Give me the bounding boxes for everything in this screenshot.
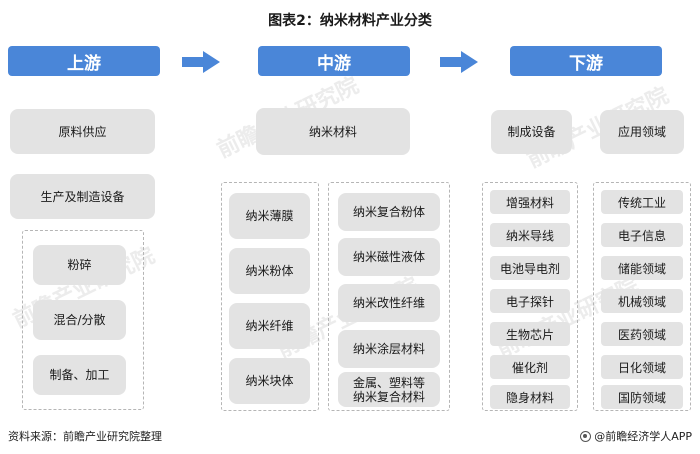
manufacturing-item: 纳米导线	[490, 223, 570, 247]
application-item: 日化领域	[601, 355, 683, 379]
application-header: 应用领域	[600, 110, 684, 154]
mid-left-item: 纳米粉体	[229, 248, 310, 294]
mid-left-item: 纳米块体	[229, 358, 310, 404]
nanomaterial-header: 纳米材料	[256, 108, 410, 155]
manufacturing-item: 隐身材料	[490, 385, 570, 409]
process-box: 粉碎	[33, 245, 126, 285]
process-group	[22, 230, 144, 410]
stage-downstream: 下游	[510, 46, 662, 76]
mid-right-item: 纳米磁性液体	[338, 238, 440, 276]
mid-right-item: 纳米改性纤维	[338, 284, 440, 322]
brand-credit: @前瞻经济学人APP	[580, 428, 692, 444]
raw-supply-box: 原料供应	[10, 109, 155, 154]
mid-right-item: 纳米复合粉体	[338, 193, 440, 231]
stage-midstream: 中游	[258, 46, 410, 76]
mid-left-item: 纳米纤维	[229, 303, 310, 349]
equipment-box: 生产及制造设备	[10, 174, 155, 219]
flow-arrow-icon	[440, 51, 478, 73]
chart-title: 图表2：纳米材料产业分类	[268, 13, 432, 29]
manufacturing-item: 电子探针	[490, 289, 570, 313]
application-item: 传统工业	[601, 190, 683, 214]
brand-logo-icon	[580, 430, 592, 442]
application-item: 储能领域	[601, 256, 683, 280]
manufacturing-item: 电池导电剂	[490, 256, 570, 280]
application-item: 电子信息	[601, 223, 683, 247]
brand-text: @前瞻经济学人APP	[594, 430, 692, 443]
manufacturing-item: 生物芯片	[490, 322, 570, 346]
mid-right-group	[328, 182, 450, 411]
manufacturing-header: 制成设备	[491, 110, 572, 154]
mid-left-group	[221, 182, 319, 411]
stage-upstream: 上游	[8, 46, 160, 76]
process-box: 制备、加工	[33, 355, 126, 395]
application-item: 机械领域	[601, 289, 683, 313]
flow-arrow-icon	[182, 51, 220, 73]
application-item: 国防领域	[601, 385, 683, 409]
process-box: 混合/分散	[33, 300, 126, 340]
mid-right-item: 金属、塑料等 纳米复合材料	[338, 372, 440, 407]
manufacturing-group	[482, 182, 578, 411]
mid-right-item: 纳米涂层材料	[338, 330, 440, 368]
manufacturing-item: 催化剂	[490, 355, 570, 379]
application-item: 医药领域	[601, 322, 683, 346]
application-group	[593, 182, 691, 411]
manufacturing-item: 增强材料	[490, 190, 570, 214]
mid-left-item: 纳米薄膜	[229, 193, 310, 239]
source-note: 资料来源：前瞻产业研究院整理	[8, 430, 162, 443]
